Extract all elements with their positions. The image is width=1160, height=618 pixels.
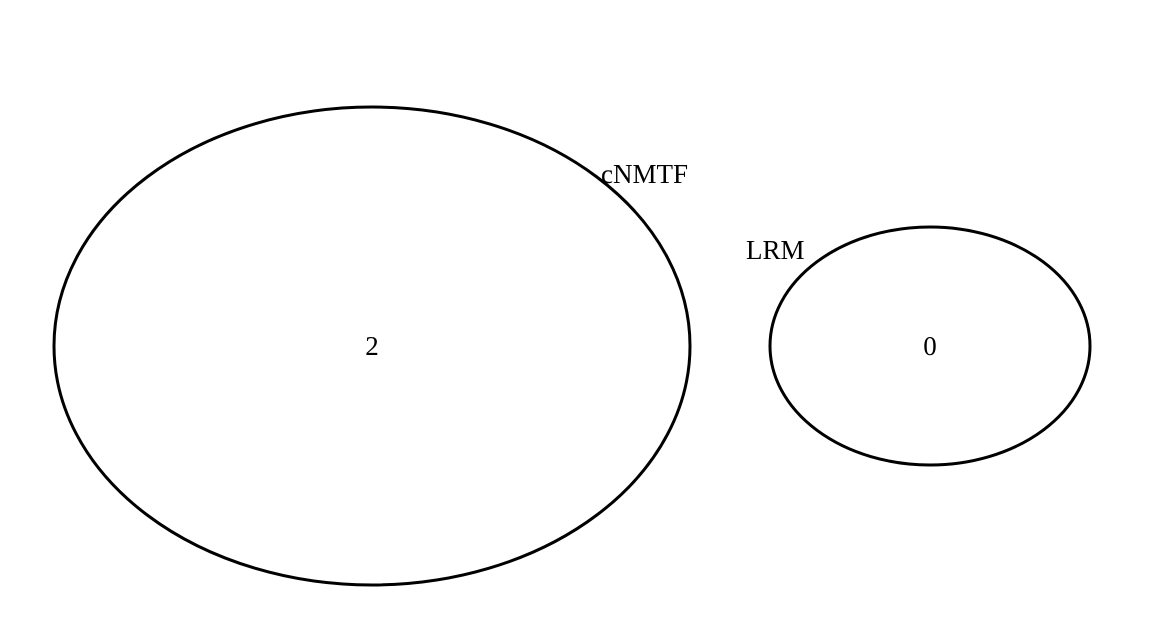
region-count-cnmtf: 2	[365, 331, 379, 361]
set-circle-lrm	[768, 225, 1092, 467]
set-circle-cnmtf	[52, 105, 692, 587]
region-count-lrm: 0	[923, 331, 937, 361]
set-label-cnmtf: cNMTF	[601, 159, 688, 189]
set-label-lrm: LRM	[746, 235, 805, 265]
